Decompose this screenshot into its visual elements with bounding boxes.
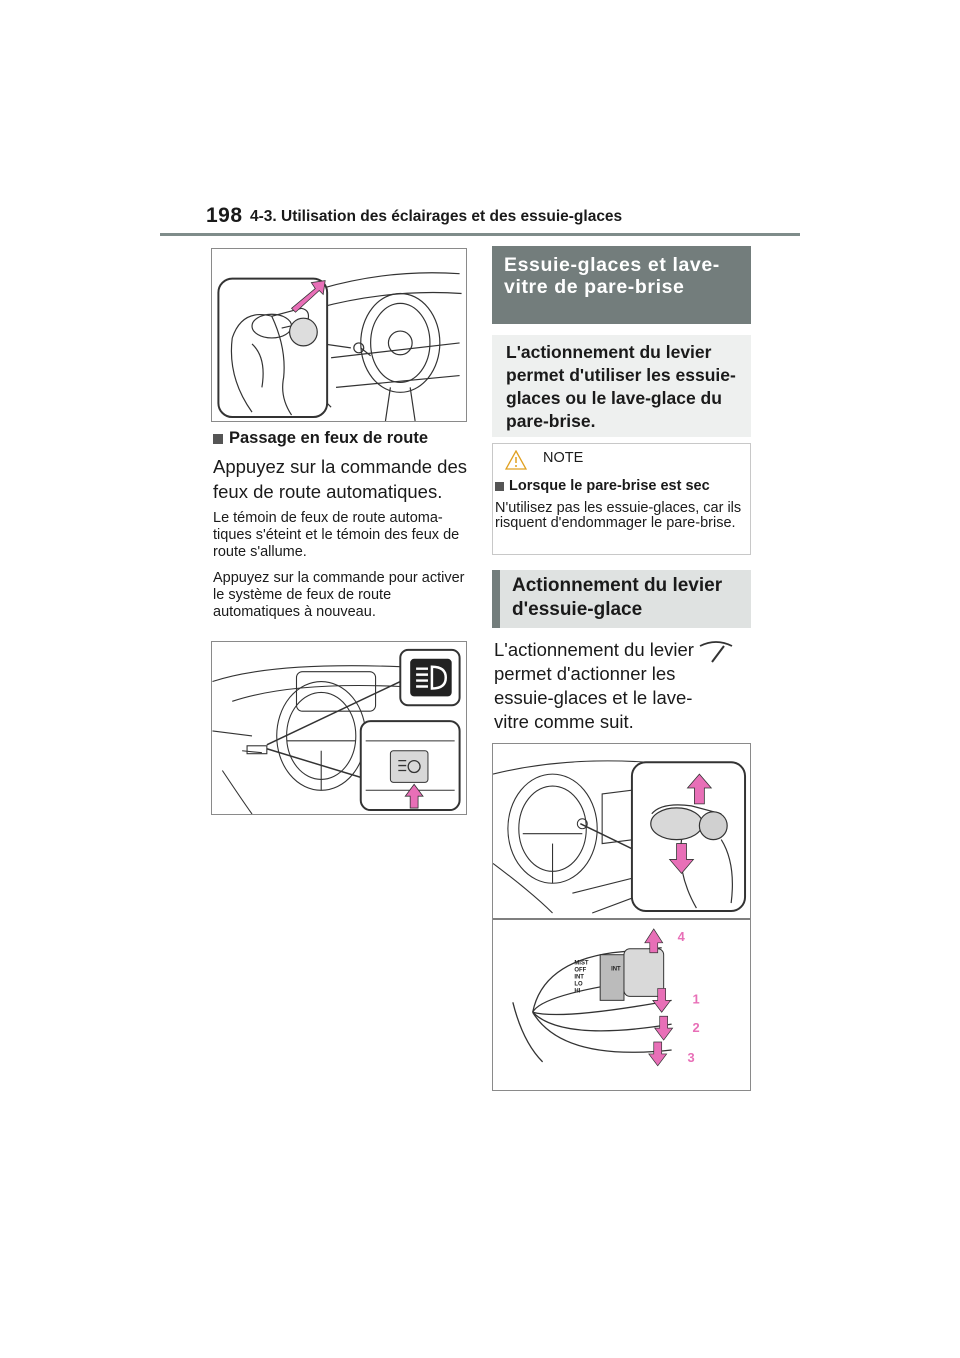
instruction-text: Appuyez sur la commande des feux de rout… xyxy=(213,456,467,502)
notice-subheading: Lorsque le pare-brise est sec xyxy=(495,478,710,494)
callout-1: 1 xyxy=(692,991,699,1006)
notice-title: NOTE xyxy=(543,450,584,466)
bullet-square-icon xyxy=(213,433,223,444)
intro-box: L'actionnement du levier permet d'utilis… xyxy=(492,335,751,437)
notice-box: NOTE Lorsque le pare-brise est sec N'uti… xyxy=(492,443,751,555)
section-title: 4-3. Utilisation des éclairages et des e… xyxy=(250,208,623,225)
note-text-2: Appuyez sur la commande pour activer le … xyxy=(213,570,465,620)
lever-position-hi: HI xyxy=(574,988,580,994)
lever-position-int: INT xyxy=(574,975,584,981)
callout-2: 2 xyxy=(692,1020,699,1035)
notice-text: N'utilisez pas les essuie-glaces, car il… xyxy=(495,500,742,531)
bullet-square-icon xyxy=(495,481,504,491)
illustration-dashboard-switch xyxy=(212,648,461,814)
page-number: 198 xyxy=(206,204,243,227)
notice-subheading-text: Lorsque le pare-brise est sec xyxy=(509,478,710,494)
body-text: L'actionnement du levier permet d'action… xyxy=(494,639,694,732)
subsection-banner: Actionnement du levier d'essuie-glace xyxy=(492,570,751,628)
subheading-text: Passage en feux de route xyxy=(229,429,428,447)
warning-triangle-icon xyxy=(505,450,527,470)
lever-position-mist: MIST xyxy=(574,961,589,967)
lever-position-lo: LO xyxy=(574,981,583,987)
callout-4: 4 xyxy=(678,929,686,944)
figure-high-beam-lever xyxy=(211,248,467,422)
lever-position-off: OFF xyxy=(574,968,586,974)
figure-wiper-lever: MIST OFF INT LO HI INT 4 1 2 3 xyxy=(492,743,751,1091)
illustration-wiper-lever: MIST OFF INT LO HI INT 4 1 2 3 xyxy=(493,760,750,1067)
figure-ahb-switch xyxy=(211,641,467,815)
header-rule xyxy=(160,233,800,236)
subheading-high-beam: Passage en feux de route xyxy=(213,429,428,448)
callout-3: 3 xyxy=(687,1050,694,1065)
note-text-1: Le témoin de feux de route automa-tiques… xyxy=(213,510,460,560)
wiper-icon xyxy=(699,641,733,663)
section-banner: Essuie-glaces et lave-vitre de pare-bris… xyxy=(492,246,751,324)
lever-ring-label: INT xyxy=(611,967,621,973)
illustration-dashboard-lever xyxy=(217,272,462,421)
